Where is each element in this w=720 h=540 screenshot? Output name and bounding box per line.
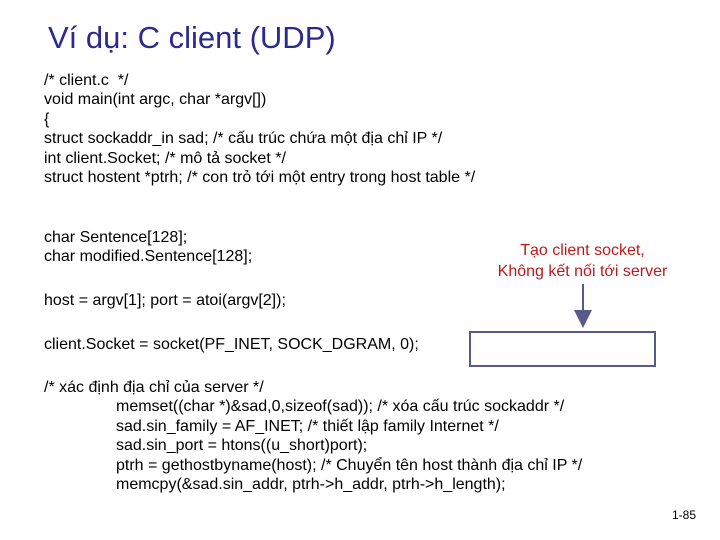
code-line: memset((char *)&sad,0,sizeof(sad)); /* x… [116,398,565,416]
code-line: sad.sin_family = AF_INET; /* thiết lập f… [116,417,499,435]
code-block-server-address: /* xác định địa chỉ của server */ memset… [44,378,582,494]
code-line: ptrh = gethostbyname(host); /* Chuyển tê… [116,456,583,474]
code-line: memcpy(&sad.sin_addr, ptrh->h_addr, ptrh… [116,476,506,494]
code-line: sad.sin_port = htons((u_short)port); [116,437,368,455]
highlight-box [469,331,656,367]
code-line: { [44,110,50,128]
code-line: int client.Socket; /* mô tả socket */ [44,149,286,167]
annotation-line-2: Không kết nối tới server [497,263,668,280]
slide-title: Ví dụ: C client (UDP) [48,20,336,55]
annotation-callout: Tạo client socket, Không kết nối tới ser… [480,240,685,282]
code-line: /* client.c */ [44,72,129,89]
code-block-host: host = argv[1]; port = atoi(argv[2]); [44,291,286,310]
code-block-socket: client.Socket = socket(PF_INET, SOCK_DGR… [44,335,419,354]
code-line: char modified.Sentence[128]; [44,248,253,266]
code-block-declarations: /* client.c */ void main(int argc, char … [44,71,475,187]
code-line: void main(int argc, char *argv[]) [44,91,267,109]
code-line: host = argv[1]; port = atoi(argv[2]); [44,292,286,309]
code-block-buffers: char Sentence[128]; char modified.Senten… [44,228,252,267]
code-line: struct sockaddr_in sad; /* cấu trúc chứa… [44,130,443,148]
page-number: 1-85 [671,508,696,522]
code-line: char Sentence[128]; [44,229,188,246]
code-line-socket-call: client.Socket = socket(PF_INET, SOCK_DGR… [44,336,419,353]
code-line: /* xác định địa chỉ của server */ [44,379,264,396]
code-line: struct hostent *ptrh; /* con trỏ tới một… [44,169,476,187]
annotation-line-1: Tạo client socket, [520,242,645,259]
